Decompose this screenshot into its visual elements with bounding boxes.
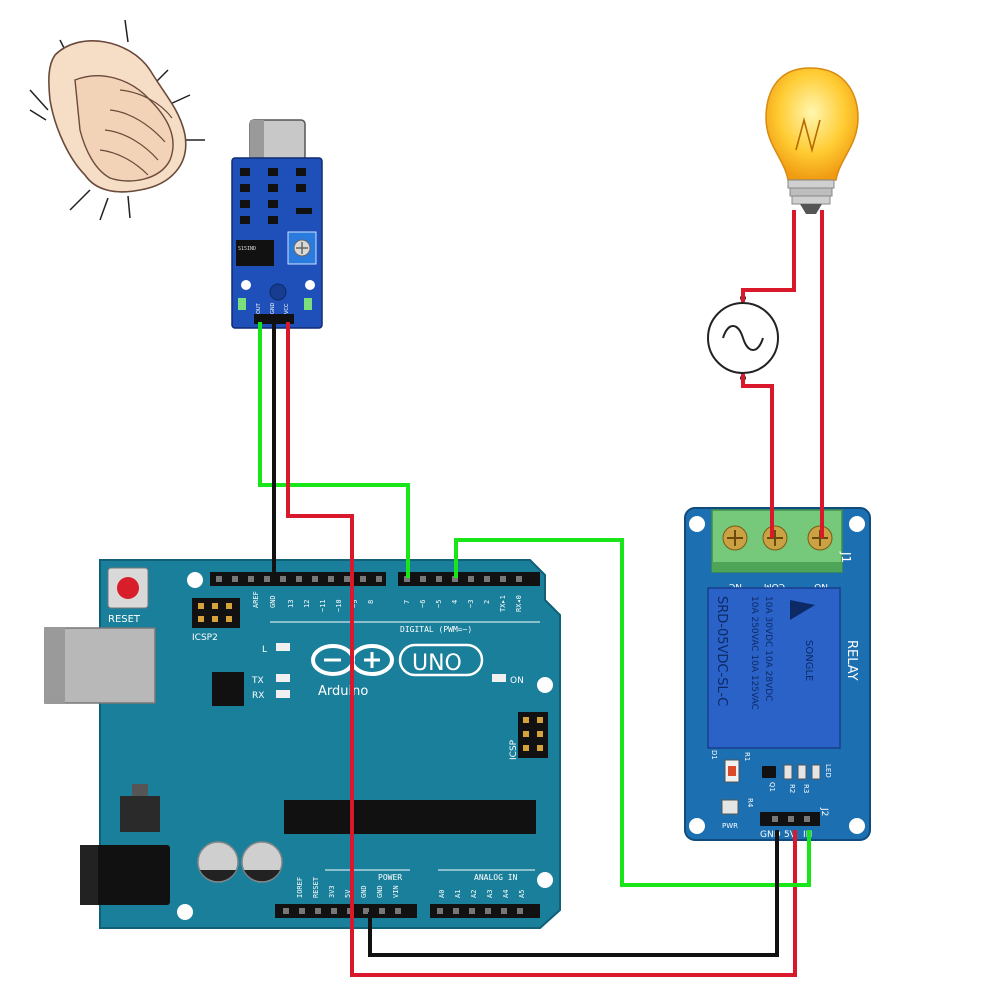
r1-label: R1 <box>743 752 751 761</box>
pin-label-5v: 5V <box>344 889 352 898</box>
pin-label-vin: VIN <box>392 885 400 898</box>
relay-brand-label: SONGLE <box>803 640 814 681</box>
uno-label: UNO <box>412 651 462 676</box>
j1-label: J1 <box>839 551 853 563</box>
pin-label-9: ~9 <box>351 600 359 608</box>
r2-label: R2 <box>788 784 796 793</box>
pin-label-4: 4 <box>451 600 459 604</box>
pin-label-a2: A2 <box>470 890 478 898</box>
j2-label: J2 <box>819 807 829 816</box>
pin-label-gnd-1: GND <box>360 885 368 898</box>
pwr-label: PWR <box>722 822 738 830</box>
light-bulb-icon <box>765 67 859 214</box>
pin-label-3v3: 3V3 <box>328 885 336 898</box>
pin-label-3: ~3 <box>467 600 475 608</box>
r4-label: R4 <box>746 798 754 808</box>
wire-5v <box>286 322 797 977</box>
wires <box>258 210 824 977</box>
power-header <box>275 904 417 918</box>
pin-label-reset: RESET <box>312 876 320 898</box>
led-tx-label: TX <box>251 676 264 686</box>
wire-d4-to-relay-in <box>454 538 811 887</box>
pin-label-8: 8 <box>367 600 375 604</box>
pin-label-2: 2 <box>483 600 491 604</box>
sound-sensor-module: S15IND OUT GND VCC <box>231 119 323 329</box>
on-label: ON <box>510 676 524 686</box>
wire-bulb-to-ac <box>741 210 796 302</box>
atmega-chip <box>284 800 536 834</box>
pin-label-0: RX◂0 <box>515 595 523 612</box>
pin-label-gnd-2: GND <box>376 885 384 898</box>
pin-label-7: 7 <box>403 600 411 604</box>
clapping-hands-icon <box>29 19 205 221</box>
pin-label-a4: A4 <box>502 890 510 898</box>
pin-label-10: ~10 <box>335 599 343 612</box>
led-rx-label: RX <box>252 691 264 701</box>
input-gnd-label: GND <box>760 830 781 840</box>
wire-sensor-out-to-d7 <box>258 322 410 578</box>
icsp2-label: ICSP2 <box>192 633 218 643</box>
power-jack <box>80 845 170 905</box>
pin-label-6: ~6 <box>419 600 427 608</box>
input-5v-label: 5V <box>784 830 797 840</box>
pin-label-1: TX▸1 <box>499 595 507 612</box>
q1-label: Q1 <box>768 782 776 792</box>
relay-rating-1: 10A 250VAC 10A 125VAC <box>749 596 759 710</box>
terminal-nc-label: NC <box>729 581 742 591</box>
power-label: POWER <box>378 873 402 882</box>
relay-body <box>707 587 841 749</box>
pin-label-aref: AREF <box>252 591 260 608</box>
pin-label-a1: A1 <box>454 890 462 898</box>
ac-source-symbol <box>707 295 779 381</box>
relay-rating-2: 10A 30VDC 10A 28VDC <box>763 596 773 701</box>
relay-module: NC COM NO J1 SRD-05VDC-SL-C 10A 250VAC 1… <box>684 507 871 841</box>
arduino-brand-label: Arduino <box>318 684 368 699</box>
songle-logo-icon <box>790 600 815 620</box>
wire-gnd-to-relay <box>368 830 779 957</box>
icsp-label: ICSP <box>509 739 519 760</box>
sensor-pin-gnd-label: GND <box>270 302 276 314</box>
relay-title: RELAY <box>844 640 859 681</box>
arduino-uno-board: RESET ICSP2 AREF GND 13 12 ~11 ~10 ~9 <box>44 559 561 929</box>
pin-label-12: 12 <box>303 600 311 608</box>
r3-label: R3 <box>802 784 810 793</box>
terminal-com-label: COM <box>764 581 785 591</box>
pin-label-ioref: IOREF <box>296 877 304 898</box>
d1-label: D1 <box>710 750 718 760</box>
terminal-no-label: NO <box>814 581 828 591</box>
reset-label: RESET <box>108 614 141 625</box>
pin-label-11: ~11 <box>319 599 327 612</box>
sensor-pin-out-label: OUT <box>256 302 262 314</box>
led-l-label: L <box>262 645 267 655</box>
sensor-chip-label: S15IND <box>238 246 256 252</box>
terminal-screws <box>722 525 833 551</box>
pin-label-13: 13 <box>287 600 295 608</box>
pin-label-gnd: GND <box>269 595 277 608</box>
sensor-pin-vcc-label: VCC <box>284 303 290 314</box>
pin-label-a0: A0 <box>438 890 446 898</box>
relay-model-label: SRD-05VDC-SL-C <box>714 596 729 706</box>
wire-ac-to-com <box>741 374 774 538</box>
led-label: LED <box>824 764 832 778</box>
pin-label-a3: A3 <box>486 890 494 898</box>
digital-label: DIGITAL (PWM=~) <box>400 625 472 634</box>
pin-label-5: ~5 <box>435 600 443 608</box>
pin-label-a5: A5 <box>518 890 526 898</box>
analog-label: ANALOG IN <box>474 873 518 882</box>
